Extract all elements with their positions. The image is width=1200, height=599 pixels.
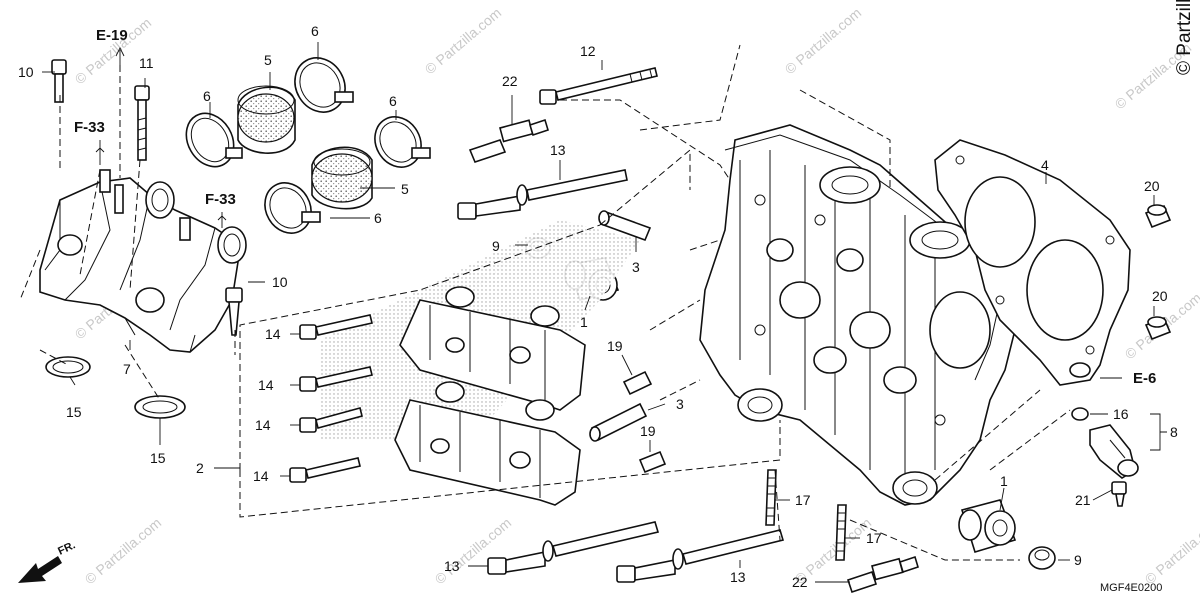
bolt-11 xyxy=(134,85,150,161)
callout-14: 14 xyxy=(253,468,269,484)
callout-16: 16 xyxy=(1113,406,1129,422)
callout-1: 1 xyxy=(580,314,588,330)
ref-f33-left: F-33 xyxy=(74,119,105,136)
callout-13: 13 xyxy=(730,569,746,585)
diagram-code: MGF4E0200 xyxy=(1100,582,1162,594)
callout-3: 3 xyxy=(632,259,640,275)
bolt-10-upper xyxy=(51,59,67,103)
clamp-6-a xyxy=(185,112,243,168)
callout-21: 21 xyxy=(1075,492,1091,508)
spark-plug-22-lower xyxy=(846,555,919,594)
leader-lines xyxy=(42,42,1167,583)
callouts: 10 11 6 5 6 6 5 6 12 22 13 4 20 9 3 20 1… xyxy=(18,23,1178,590)
insulator-5-b xyxy=(311,146,373,210)
bolt-21 xyxy=(1111,481,1127,507)
dowel-3-lower xyxy=(589,402,648,442)
group-outlines xyxy=(19,44,1071,561)
bolt-14-a xyxy=(299,314,373,340)
gasket-15-a xyxy=(45,356,91,378)
callout-2: 2 xyxy=(196,460,204,476)
dowel-20-lower xyxy=(1144,316,1172,341)
clamp-6-b xyxy=(294,57,354,113)
sensor-8 xyxy=(1071,407,1139,479)
callout-19: 19 xyxy=(607,338,623,354)
front-arrow-label: FR. xyxy=(56,539,77,557)
callout-10: 10 xyxy=(272,274,288,290)
tensioner-1-lower xyxy=(958,499,1017,553)
bolt-10-lower xyxy=(225,287,243,336)
watermark: © Partzilla.com xyxy=(422,4,505,77)
watermark: © Partzilla.com xyxy=(82,514,165,587)
watermark: © Partzilla.com xyxy=(72,14,155,87)
bolt-13-upper xyxy=(457,169,628,220)
watermark: © Partzilla.com xyxy=(782,4,865,77)
reference-labels: E-19 F-33 F-33 E-6 xyxy=(74,27,1156,387)
dowel-19-upper xyxy=(622,370,653,396)
callout-22: 22 xyxy=(502,73,518,89)
front-arrow: FR. xyxy=(18,539,77,583)
callout-14: 14 xyxy=(255,417,271,433)
callout-17: 17 xyxy=(866,530,882,546)
watermark: © Partzilla.com xyxy=(1142,514,1200,587)
dowel-20-upper xyxy=(1144,204,1172,229)
callout-13: 13 xyxy=(444,558,460,574)
callout-9: 9 xyxy=(1074,552,1082,568)
callout-3: 3 xyxy=(676,396,684,412)
callout-6: 6 xyxy=(389,93,397,109)
nut-9-lower xyxy=(1028,546,1056,570)
callout-7: 7 xyxy=(123,361,131,377)
ref-e19: E-19 xyxy=(96,27,128,44)
callout-4: 4 xyxy=(1041,157,1049,173)
callout-13: 13 xyxy=(550,142,566,158)
head-gasket-4 xyxy=(934,139,1131,386)
callout-20: 20 xyxy=(1144,178,1160,194)
dowel-19-lower xyxy=(638,450,667,474)
callout-20: 20 xyxy=(1152,288,1168,304)
watermark: © Partzilla.com xyxy=(432,514,515,587)
callout-6: 6 xyxy=(311,23,319,39)
clamp-6-c xyxy=(374,116,431,168)
callout-6: 6 xyxy=(203,88,211,104)
camshaft-holder-region xyxy=(320,220,640,506)
bolt-14-d xyxy=(289,457,361,483)
callout-22: 22 xyxy=(792,574,808,590)
callout-15: 15 xyxy=(150,450,166,466)
callout-11: 11 xyxy=(139,55,154,71)
callout-17: 17 xyxy=(795,492,811,508)
callout-5: 5 xyxy=(264,52,272,68)
cylinder-head xyxy=(699,124,1016,506)
stud-17-b xyxy=(835,504,847,561)
callout-1: 1 xyxy=(1000,473,1008,489)
bolt-12 xyxy=(539,67,658,105)
callout-14: 14 xyxy=(258,377,274,393)
callout-5: 5 xyxy=(401,181,409,197)
ref-e6: E-6 xyxy=(1133,370,1156,387)
callout-6: 6 xyxy=(374,210,382,226)
callout-15: 15 xyxy=(66,404,82,420)
ref-f33-mid: F-33 xyxy=(205,191,236,208)
callout-8: 8 xyxy=(1170,424,1178,440)
bolt-14-c xyxy=(299,407,363,433)
callout-14: 14 xyxy=(265,326,281,342)
callout-12: 12 xyxy=(580,43,596,59)
copyright-text: © Partzilla.com xyxy=(1174,0,1195,75)
spark-plug-22-upper xyxy=(468,118,549,163)
callout-10: 10 xyxy=(18,64,34,80)
bolt-13-lower-a xyxy=(487,521,660,575)
gasket-15-b xyxy=(134,395,186,419)
insulator-5-a xyxy=(237,85,296,154)
clamp-6-d xyxy=(264,182,321,234)
callout-9: 9 xyxy=(492,238,500,254)
bolt-13-lower-b xyxy=(616,529,785,583)
bolt-14-b xyxy=(299,366,373,392)
stud-17-a xyxy=(765,469,777,526)
callout-19: 19 xyxy=(640,423,656,439)
